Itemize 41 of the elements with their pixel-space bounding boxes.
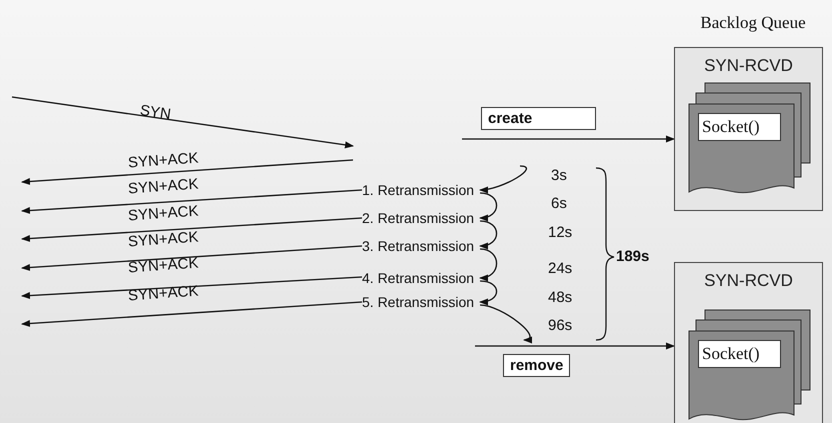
curved-arrow [479, 165, 527, 193]
retransmission-label: 3. Retransmission [362, 238, 474, 254]
curved-arrow [479, 280, 498, 305]
arrow [21, 189, 362, 214]
curved-arrow [480, 304, 532, 342]
interval-label: 24s [548, 260, 572, 277]
queue-box [674, 47, 823, 211]
edge-label: SYN+ACK [128, 254, 199, 276]
interval-label: 12s [548, 224, 572, 241]
curved-arrow [479, 192, 498, 221]
arrow [462, 136, 675, 142]
edge-label: SYN+ACK [128, 202, 199, 224]
state-label: SYN-RCVD [703, 56, 794, 76]
arrow [21, 276, 362, 300]
socket-label: Socket() [698, 340, 781, 368]
curved-arrow [479, 248, 498, 281]
interval-label: 48s [548, 289, 572, 306]
socket-label: Socket() [698, 113, 781, 141]
retransmission-label: 2. Retransmission [362, 210, 474, 226]
action-label: create [481, 107, 596, 130]
heading: Backlog Queue [699, 13, 807, 33]
arrow [21, 217, 362, 242]
interval-label: 96s [548, 317, 572, 334]
total-time-label: 189s [616, 248, 650, 265]
edge-label: SYN+ACK [128, 228, 199, 250]
edge-label: SYN+ACK [128, 176, 199, 198]
arrow [21, 245, 362, 271]
retransmission-label: 4. Retransmission [362, 270, 474, 286]
arrow [475, 342, 675, 350]
interval-label: 6s [551, 195, 567, 212]
curved-arrow [479, 220, 498, 249]
interval-label: 3s [551, 167, 567, 184]
action-label: remove [503, 354, 570, 377]
state-label: SYN-RCVD [703, 271, 794, 291]
message-label: SYN [138, 102, 172, 124]
retransmission-label: 1. Retransmission [362, 182, 474, 198]
arrow [21, 301, 362, 327]
retransmission-label: 5. Retransmission [362, 294, 474, 310]
message-label: SYN+ACK [128, 150, 199, 172]
socket-stack [687, 307, 812, 423]
queue-box [674, 262, 823, 423]
